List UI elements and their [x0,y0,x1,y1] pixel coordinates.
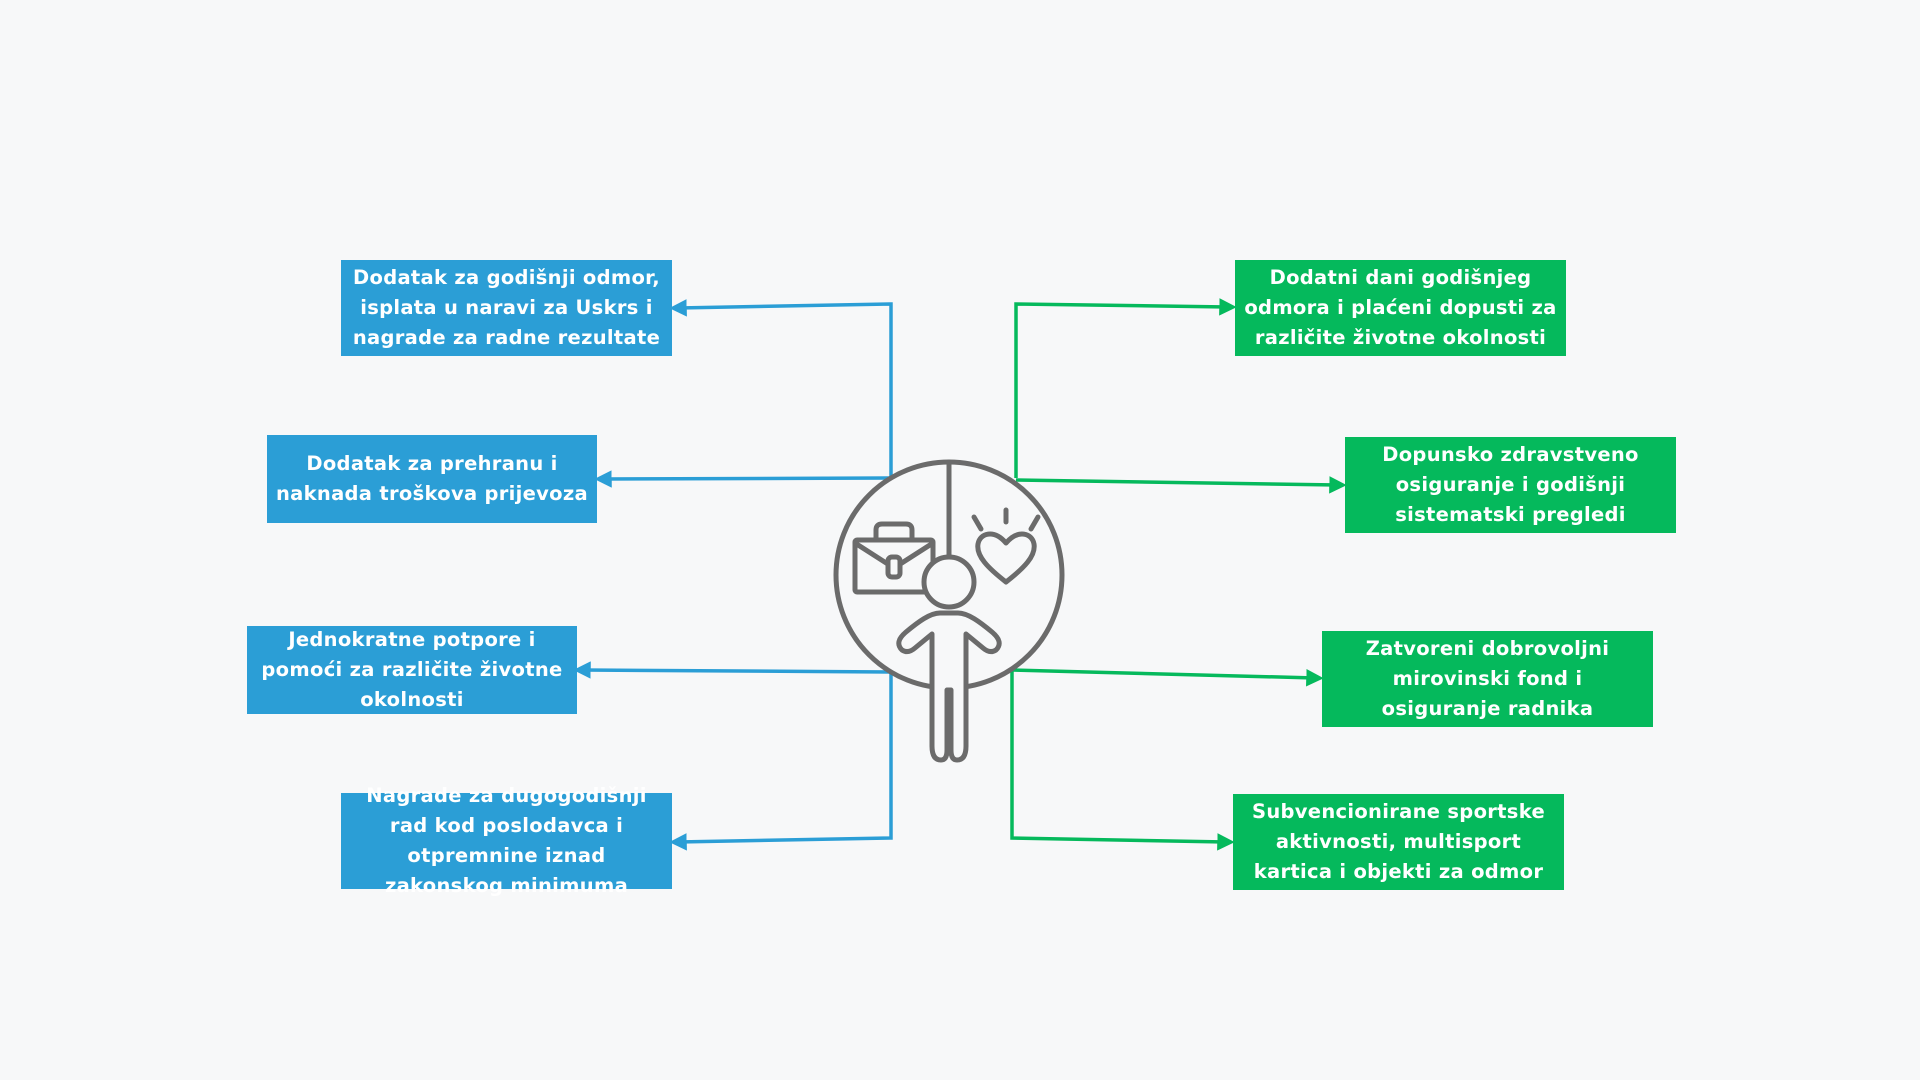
right-benefit-box-2: Dopunsko zdravstveno osiguranje i godišn… [1345,437,1676,533]
left-benefit-text-2: Dodatak za prehranu i naknada troškova p… [276,452,588,505]
connector-right-1 [1014,298,1237,478]
right-benefit-box-1: Dodatni dani godišnjeg odmora i plaćeni … [1235,260,1566,356]
person-icon [896,554,1002,763]
connector-right-4 [1010,670,1235,851]
central-icon [833,459,1065,763]
right-benefit-text-2: Dopunsko zdravstveno osiguranje i godišn… [1382,443,1639,526]
briefcase-icon [852,521,936,595]
left-benefit-text-3: Jednokratne potpore i pomoći za različit… [261,628,563,711]
right-benefit-text-4: Subvencionirane sportske aktivnosti, mul… [1252,800,1545,883]
right-benefit-text-3: Zatvoreni dobrovoljni mirovinski fond i … [1365,637,1610,720]
right-benefit-box-3: Zatvoreni dobrovoljni mirovinski fond i … [1322,631,1653,727]
connector-left-2 [594,470,892,488]
left-benefit-box-1: Dodatak za godišnji odmor, isplata u nar… [341,260,672,356]
left-benefit-box-4: Nagrade za dugogodišnji rad kod poslodav… [341,784,672,897]
left-benefit-text-4: Nagrade za dugogodišnji rad kod poslodav… [366,784,647,897]
connector-left-4 [669,672,893,851]
heart-icon [971,507,1041,585]
left-benefit-box-3: Jednokratne potpore i pomoći za različit… [247,626,577,714]
connector-left-3 [573,661,892,679]
left-benefit-text-1: Dodatak za godišnji odmor, isplata u nar… [352,266,661,349]
right-benefit-box-4: Subvencionirane sportske aktivnosti, mul… [1233,794,1564,890]
connector-left-1 [669,299,893,478]
left-benefit-box-2: Dodatak za prehranu i naknada troškova p… [267,435,597,523]
connector-right-3 [1011,668,1324,687]
right-benefit-text-1: Dodatni dani godišnjeg odmora i plaćeni … [1244,266,1557,349]
connector-right-2 [1015,476,1347,494]
